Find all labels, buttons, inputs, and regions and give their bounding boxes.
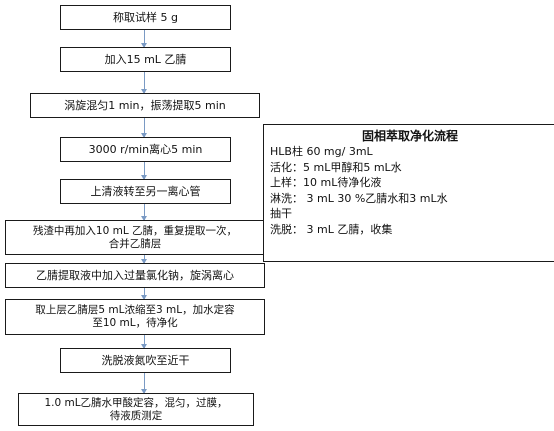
arrow-5 <box>141 204 147 221</box>
step-add-acetonitrile: 加入15 mL 乙腈 <box>60 47 231 72</box>
spe-activation: 活化：5 mL甲醇和5 mL水 <box>270 160 402 174</box>
step-add-sodium-chloride: 乙腈提取液中加入过量氯化钠，旋涡离心 <box>5 263 265 288</box>
arrow-8 <box>141 335 147 349</box>
arrow-6 <box>141 255 147 264</box>
arrow-1 <box>141 30 147 48</box>
step-reconstitute-filter: 1.0 mL乙腈水甲酸定容，混匀，过膜， 待液质测定 <box>18 393 254 426</box>
spe-column-spec: HLB柱 60 mg/ 3mL <box>270 145 373 158</box>
step-concentrate-dilute: 取上层乙腈层5 mL浓缩至3 mL，加水定容 至10 mL，待净化 <box>5 299 265 335</box>
spe-washing: 淋洗： 3 mL 30 %乙腈水和3 mL水 <box>270 191 448 205</box>
step-vortex-shake: 涡旋混匀1 min，振荡提取5 min <box>30 93 260 118</box>
step-nitrogen-dry: 洗脱液氮吹至近干 <box>60 348 231 373</box>
arrow-4 <box>141 162 147 180</box>
spe-elution: 洗脱： 3 mL 乙腈，收集 <box>270 222 393 236</box>
arrow-3 <box>141 118 147 138</box>
step-centrifuge: 3000 r/min离心5 min <box>60 137 231 162</box>
arrow-2 <box>141 72 147 94</box>
spe-cleanup-panel: 固相萃取净化流程 HLB柱 60 mg/ 3mL 活化：5 mL甲醇和5 mL水… <box>263 124 554 262</box>
step-re-extract: 残渣中再加入10 mL 乙腈，重复提取一次， 合并乙腈层 <box>5 220 265 255</box>
spe-loading: 上样：10 mL待净化液 <box>270 176 382 189</box>
step-weigh-sample: 称取试样 5 g <box>60 5 231 30</box>
spe-drying: 抽干 <box>270 207 292 220</box>
step-transfer-supernatant: 上清液转至另一离心管 <box>60 179 231 204</box>
spe-panel-title: 固相萃取净化流程 <box>361 129 458 143</box>
arrow-9 <box>141 373 147 394</box>
arrow-7 <box>141 288 147 300</box>
